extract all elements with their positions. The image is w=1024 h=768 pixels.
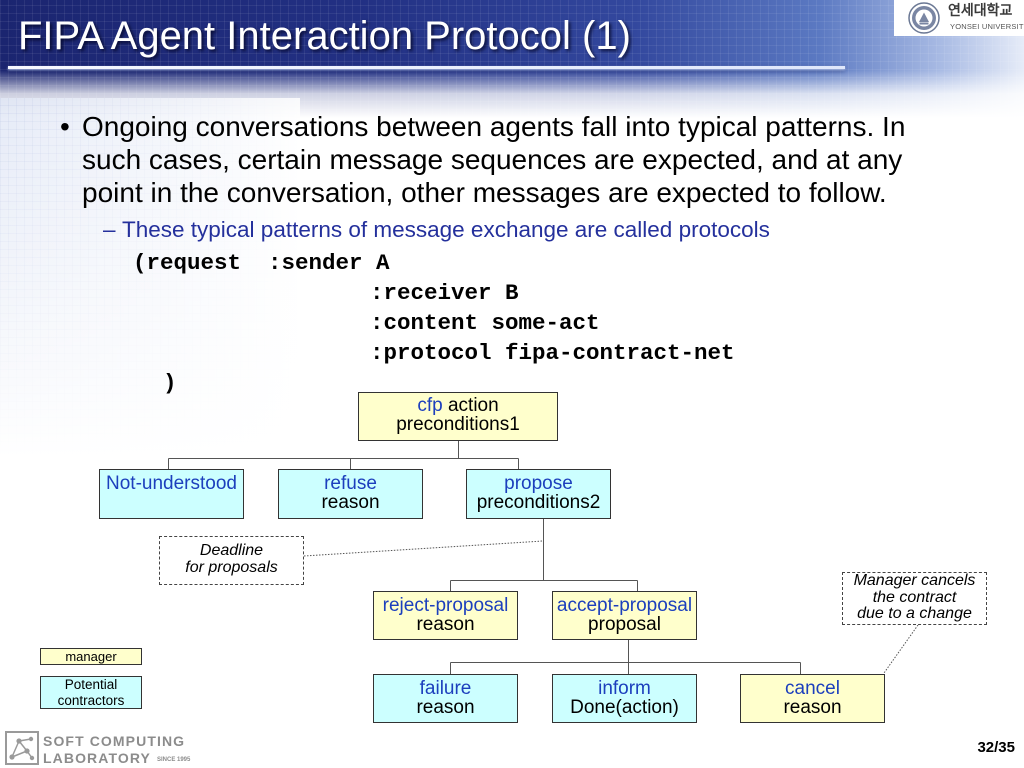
code-line: :protocol fipa-contract-net	[370, 340, 735, 366]
note-line: due to a change	[857, 605, 972, 622]
performative-label: cfp	[417, 395, 443, 416]
performative-param: reason	[321, 492, 380, 513]
accept-proposal-node: accept-proposal proposal	[552, 591, 697, 640]
reject-proposal-node: reject-proposal reason	[373, 591, 518, 640]
university-logo: 연세대학교 YONSEI UNIVERSITY	[894, 0, 1024, 36]
lab-name-line2: LABORATORY	[43, 750, 151, 766]
side-gradient-background	[0, 98, 300, 458]
performative-label: refuse	[324, 473, 377, 494]
note-line: the contract	[872, 588, 957, 606]
lab-since: SINCE 1995	[157, 757, 191, 763]
title-underline	[8, 66, 845, 69]
sub-bullet-text: These typical patterns of message exchan…	[122, 217, 770, 242]
manager-cancels-note: Manager cancels the contract due to a ch…	[842, 572, 987, 625]
not-understood-node: Not-understood	[99, 469, 244, 519]
performative-param: reason	[783, 697, 842, 718]
performative-param: proposal	[588, 614, 661, 635]
performative-param: reason	[416, 614, 475, 635]
inform-node: inform Done(action)	[552, 674, 697, 723]
cfp-node: cfp action preconditions1	[358, 392, 558, 441]
note-line: Deadline	[199, 542, 264, 559]
propose-node: propose preconditions2	[466, 469, 611, 519]
lab-name-line1: SOFT COMPUTING	[43, 733, 186, 749]
cancel-note-pointer	[883, 624, 919, 674]
code-line: (request :sender A	[133, 250, 390, 276]
performative-content: action	[447, 395, 499, 416]
performative-label: propose	[504, 473, 573, 494]
bullet-marker: •	[60, 111, 70, 142]
performative-label: failure	[419, 678, 472, 699]
deadline-note: Deadline for proposals	[159, 536, 304, 585]
performative-param: Done(action)	[570, 697, 679, 718]
performative-label: accept-proposal	[556, 595, 693, 616]
refuse-node: refuse reason	[278, 469, 423, 519]
code-line: :receiver B	[370, 280, 519, 306]
performative-label: cancel	[785, 678, 840, 699]
failure-node: failure reason	[373, 674, 518, 723]
deadline-note-pointer	[303, 540, 544, 557]
slide-title: FIPA Agent Interaction Protocol (1)	[18, 14, 631, 58]
bullet-text: Ongoing conversations between agents fal…	[82, 111, 906, 208]
cancel-node: cancel reason	[740, 674, 885, 723]
performative-label: inform	[598, 678, 651, 699]
cfp-node-line: cfp action	[359, 396, 557, 415]
university-name-korean: 연세대학교	[948, 3, 1013, 19]
note-line: for proposals	[185, 558, 278, 576]
university-seal-icon	[908, 2, 940, 34]
legend-manager: manager	[40, 648, 142, 665]
performative-label: Not-understood	[106, 473, 237, 494]
performative-param: preconditions1	[396, 414, 520, 435]
university-name-english: YONSEI UNIVERSITY	[950, 22, 1024, 31]
performative-label: reject-proposal	[382, 595, 509, 616]
page-number: 32/35	[977, 739, 1015, 756]
legend-contractors: Potential contractors	[40, 676, 142, 709]
note-line: Manager cancels	[853, 572, 976, 589]
sub-bullet-marker: –	[103, 217, 116, 242]
code-line: :content some-act	[370, 310, 600, 336]
lab-network-icon	[5, 731, 39, 765]
code-line: )	[163, 370, 177, 396]
performative-param: preconditions2	[476, 492, 601, 513]
performative-param: reason	[416, 697, 475, 718]
